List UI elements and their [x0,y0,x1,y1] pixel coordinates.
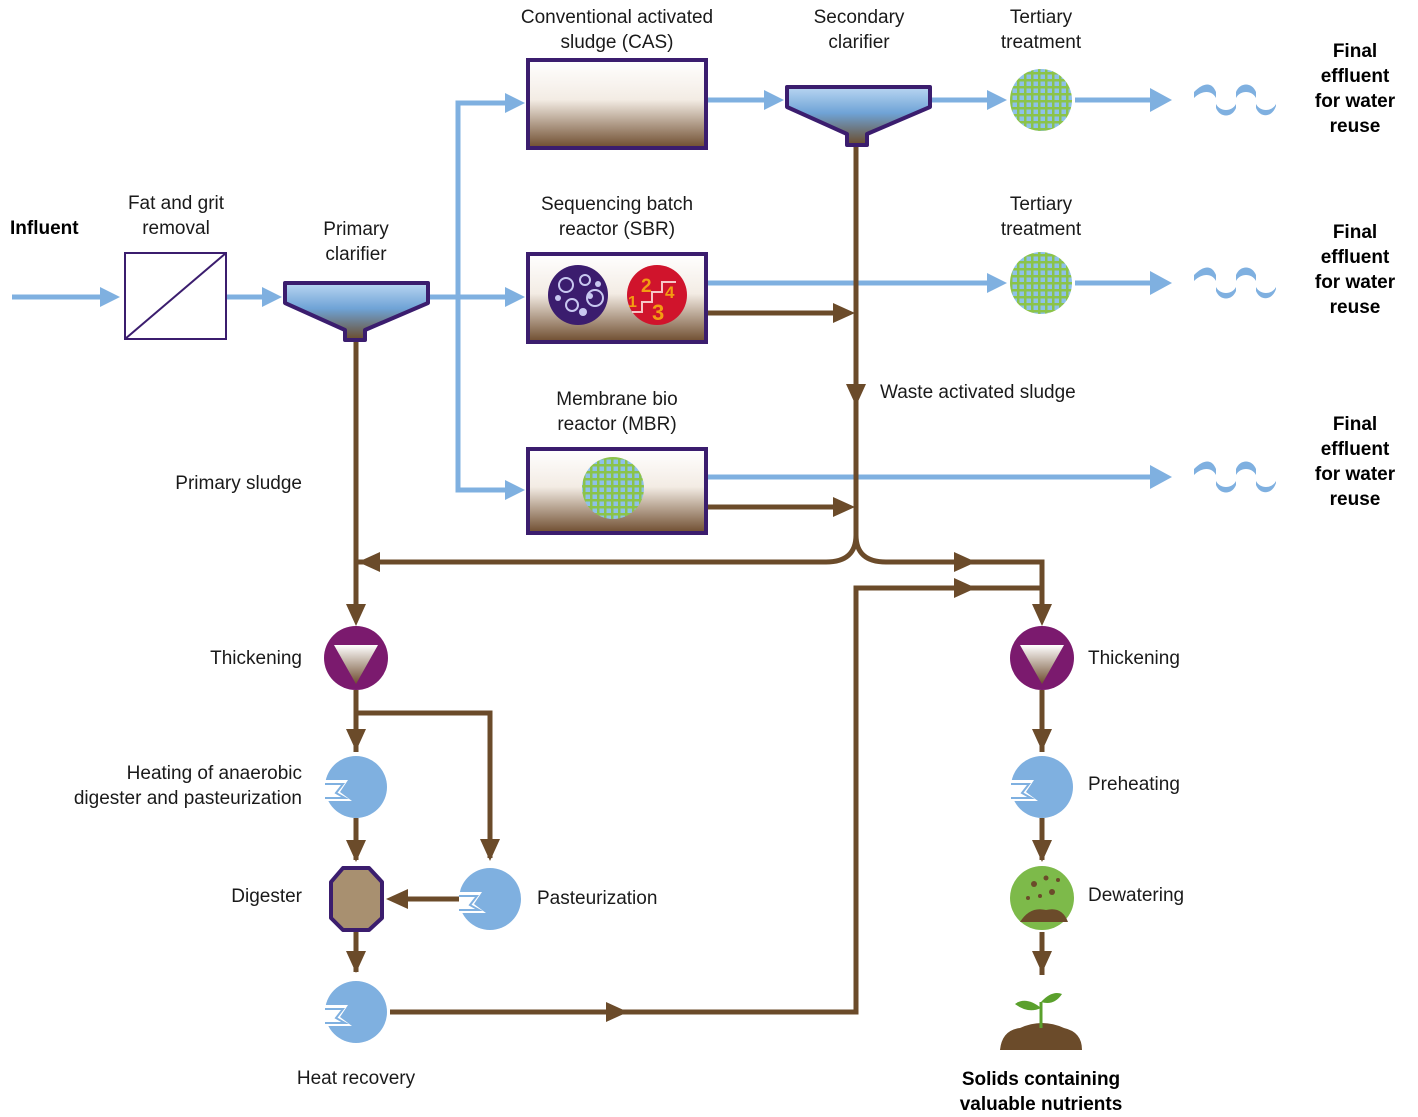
sprout-soil-icon [1000,993,1082,1050]
tertiary-treatment-mesh-icon [1010,252,1072,314]
sbr-step-1: 1 [628,294,637,311]
sbr-step-3: 3 [652,300,664,325]
water-flow-lines [12,97,1155,493]
effluent-water-wave-icon [1194,267,1276,299]
preheating-label: Preheating [1088,774,1180,795]
fat-grit-filter-icon [124,252,227,340]
primary-sludge-label: Primary sludge [175,473,302,494]
dewatering-label: Dewatering [1088,885,1185,906]
cas-tank-icon [526,58,708,150]
effluent-water-wave-icon [1194,461,1276,493]
thickener-right-icon [1010,626,1074,690]
thickener-left-icon [324,626,388,690]
sbr-tank-icon: 1 2 3 4 [526,252,708,344]
dewatering-icon [1010,866,1074,930]
heat-exchanger-digester-icon [324,755,388,819]
heat-exchanger-pasteurization-icon [458,867,522,931]
thickening-right-label: Thickening [1088,648,1180,669]
heat-exchanger-preheating-icon [1010,755,1074,819]
thickening-left-label: Thickening [210,648,302,669]
digester-label: Digester [231,886,302,907]
sbr-step-4: 4 [665,283,675,302]
heat-recovery-label: Heat recovery [296,1068,416,1089]
tertiary-treatment-mesh-icon [1010,69,1072,131]
primary-clarifier-icon [283,281,430,342]
sludge-flow-arrowheads [346,303,1052,1022]
mbr-tank-icon [526,447,708,535]
influent-label: Influent [10,218,79,239]
digester-icon [329,866,384,932]
waste-activated-sludge-label: Waste activated sludge [880,382,1076,403]
secondary-clarifier-icon [785,85,932,147]
pasteurization-label: Pasteurization [537,888,658,909]
water-flow-arrowheads [100,88,1172,500]
aeration-bubbles-icon [548,265,608,325]
sequencing-steps-icon: 1 2 3 4 [627,265,687,325]
heat-exchanger-recovery-icon [324,980,388,1044]
sbr-step-2: 2 [641,276,652,297]
effluent-water-wave-icon [1194,84,1276,116]
